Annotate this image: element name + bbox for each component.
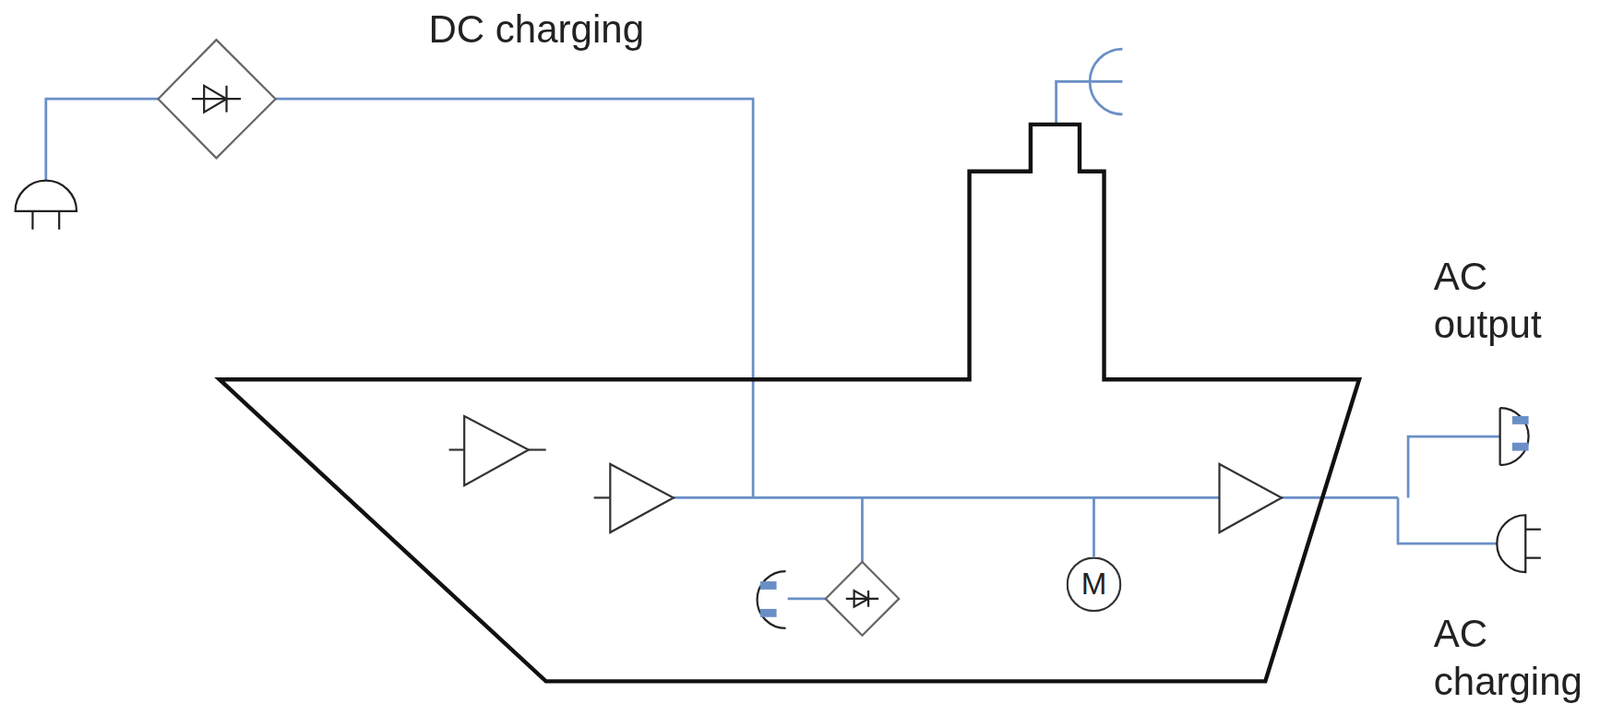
label-text: AC charging: [1433, 609, 1598, 706]
motor-label: M: [1081, 567, 1108, 603]
motor-symbol: M: [1066, 557, 1123, 613]
label-text: AC output: [1433, 252, 1598, 349]
label-text: DC charging: [428, 6, 694, 55]
